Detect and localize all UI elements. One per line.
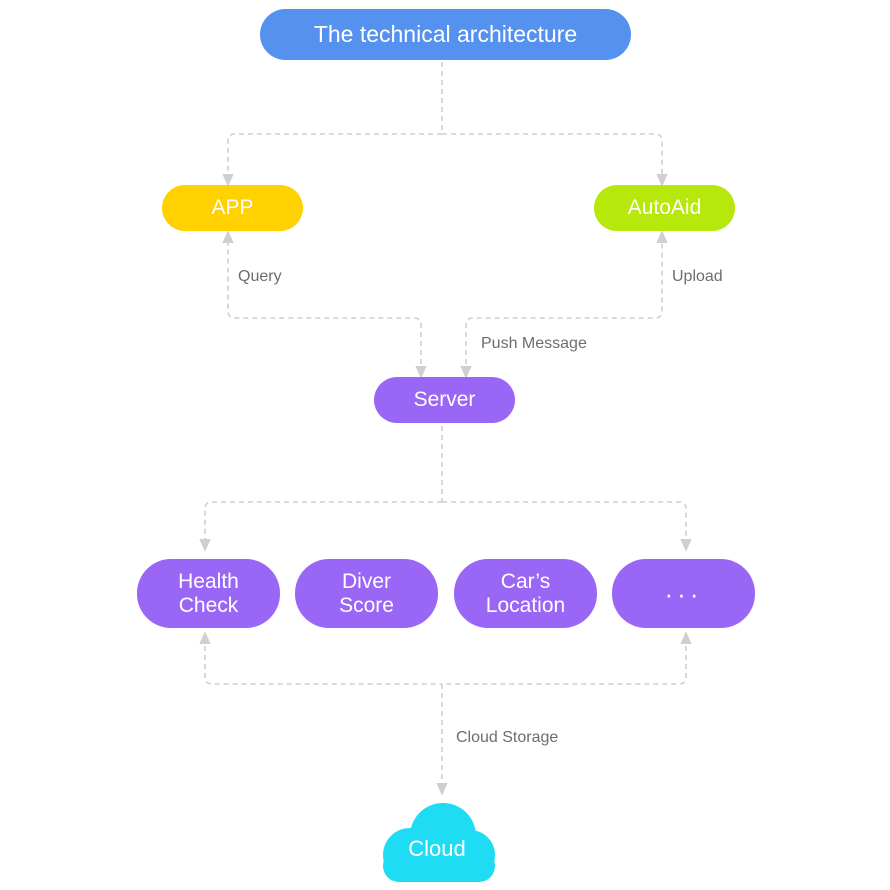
node-diver-score-line1: Diver [341, 569, 391, 593]
label-cloud-storage: Cloud Storage [456, 729, 559, 746]
connector-to-autoaid [442, 133, 668, 187]
label-query: Query [238, 268, 282, 285]
node-cars-location-line1: Car’s [500, 569, 551, 593]
node-cars-location-line2: Location [485, 593, 566, 617]
cloud-icon [383, 803, 495, 882]
diagram-title-text: The technical architecture [313, 21, 578, 47]
connector-from-modules-right [442, 631, 692, 685]
node-more: ··· [612, 559, 755, 628]
diagram-title: The technical architecture [260, 9, 631, 60]
node-app-label: APP [211, 196, 254, 219]
node-diver-score: Diver Score [295, 559, 438, 628]
node-autoaid: AutoAid [594, 185, 735, 231]
connector-to-modules-right [442, 501, 692, 552]
node-autoaid-label: AutoAid [627, 196, 702, 219]
node-diver-score-line2: Score [339, 593, 394, 617]
connector-query [222, 230, 427, 379]
node-health-check-line2: Check [178, 593, 239, 617]
connector-from-modules-left [199, 631, 442, 685]
connector-to-app [222, 133, 442, 187]
connector-to-modules-left [199, 501, 442, 552]
node-more-ellipsis: ··· [664, 578, 703, 609]
label-upload: Upload [672, 268, 723, 285]
node-server: Server [374, 377, 515, 423]
node-cars-location: Car’s Location [454, 559, 597, 628]
node-cloud-label: Cloud [408, 836, 466, 861]
node-server-label: Server [413, 388, 476, 411]
node-health-check-line1: Health [178, 569, 239, 593]
node-health-check: Health Check [137, 559, 280, 628]
node-app: APP [162, 185, 303, 231]
label-push-message: Push Message [481, 335, 587, 352]
